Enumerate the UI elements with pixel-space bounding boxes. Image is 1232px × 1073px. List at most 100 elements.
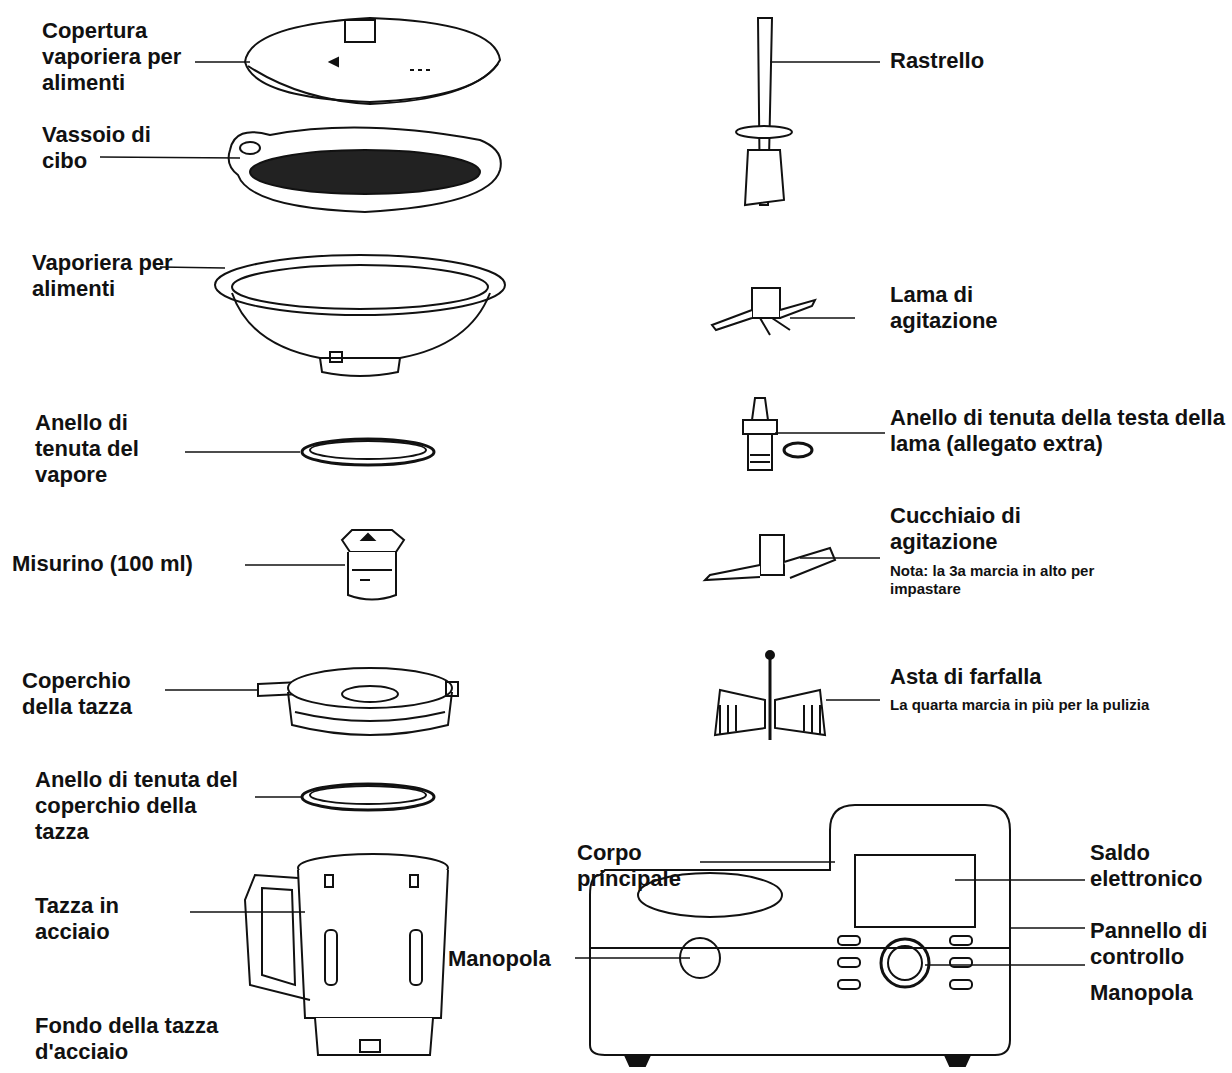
whisk-wing (715, 690, 765, 735)
leader-line (790, 317, 855, 319)
steamer-lid (245, 18, 500, 104)
jar-base (315, 1018, 433, 1055)
spoon-wings (705, 548, 835, 580)
tray-mesh (250, 150, 480, 194)
spatula (736, 18, 792, 205)
steam-seal-ring (302, 439, 434, 465)
part-label: Pannello di controllo (1090, 918, 1230, 970)
head-teeth (750, 455, 770, 462)
measuring-cup (342, 530, 404, 600)
leader-line (700, 861, 835, 863)
part-label: Vaporiera per alimenti (32, 250, 192, 302)
part-label: Misurino (100 ml) (12, 551, 247, 577)
steel-jar (245, 854, 448, 1055)
lid-mark (330, 58, 338, 66)
leader-line (165, 689, 258, 691)
food-tray (229, 128, 501, 212)
part-label: Copertura vaporiera per alimenti (42, 18, 202, 96)
jar-lid-line (295, 712, 445, 721)
bowl-clip (330, 352, 342, 362)
jar-handle (245, 875, 310, 1000)
part-label: Rastrello (890, 48, 1090, 74)
unit-button (838, 980, 860, 989)
part-label: Vassoio di cibo (42, 122, 177, 174)
spatula-disc (736, 126, 792, 138)
whisk-wing (775, 690, 825, 735)
jar-lid-clip (446, 682, 458, 696)
bowl-inner-rim (232, 265, 488, 309)
whisk-tip (766, 651, 774, 659)
spatula-blade (745, 150, 784, 205)
jar-lid-hole (342, 686, 398, 702)
unit-body (590, 805, 1010, 1055)
part-label: Lama di agitazione (890, 282, 1050, 334)
jar-lid-skirt (288, 692, 452, 735)
part-label: Manopola (448, 946, 578, 972)
bowl-base (320, 358, 400, 376)
jar-handle-inner (262, 888, 295, 985)
blade-hub (752, 288, 780, 318)
leader-line (575, 957, 690, 959)
leader-line (775, 432, 885, 434)
part-label: Fondo della tazza d'acciaio (35, 1013, 235, 1065)
blade-head (743, 398, 812, 470)
part-label: Saldo elettronico (1090, 840, 1230, 892)
jar-notch (410, 875, 418, 887)
leader-line (925, 964, 1085, 966)
whisk-rod (769, 655, 772, 740)
leader-line (1010, 927, 1085, 929)
lid-edge (248, 64, 498, 104)
lid-knob (345, 20, 375, 42)
cup-scale (352, 570, 392, 580)
head-top (752, 398, 768, 420)
jar-lid (258, 668, 458, 735)
jar-window (325, 930, 337, 985)
bowl-rim (215, 255, 505, 315)
butterfly-whisk (715, 651, 825, 740)
part-label: Corpo principale (577, 840, 717, 892)
note-text: La quarta marcia in più per la pulizia (890, 696, 1170, 714)
jar-base-slot (360, 1040, 380, 1052)
unit-knob-inner (888, 946, 922, 980)
blade (712, 288, 815, 335)
main-unit (590, 805, 1010, 1066)
part-label: Cucchiaio di agitazione (890, 503, 1060, 555)
part-label: Tazza in acciaio (35, 893, 170, 945)
leader-line (245, 564, 345, 566)
head-ring (784, 443, 812, 457)
unit-button (950, 936, 972, 945)
unit-seam (590, 947, 1010, 949)
leader-line (100, 157, 240, 158)
head-body (748, 434, 772, 470)
leader-line (255, 796, 302, 798)
ring-outer (302, 784, 434, 810)
ring-inner (310, 441, 426, 459)
unit-screen (855, 855, 975, 927)
part-label: Manopola (1090, 980, 1230, 1006)
part-label: Anello di tenuta del vapore (35, 410, 175, 488)
tray-outline (229, 128, 501, 212)
unit-feet (625, 1055, 970, 1066)
leader-line (826, 699, 880, 701)
leader-line (770, 61, 880, 63)
unit-knob (881, 939, 929, 987)
head-flange (743, 420, 777, 434)
lid-seal-ring (302, 784, 434, 810)
ring-inner (310, 786, 426, 804)
cup-body (348, 552, 396, 600)
jar-notch (325, 875, 333, 887)
unit-button (838, 936, 860, 945)
spoon-hub (760, 535, 784, 575)
whisk-coils (720, 705, 820, 735)
ring-outer (302, 439, 434, 465)
leader-line (955, 879, 1085, 881)
bowl-body (232, 293, 490, 358)
note-text: Nota: la 3a marcia in alto per impastare (890, 562, 1150, 598)
jar-body (298, 870, 448, 1018)
leader-line (195, 61, 250, 63)
tray-handle (240, 142, 260, 154)
cup-mark (362, 534, 374, 540)
part-label: Anello di tenuta della testa della lama … (890, 405, 1230, 457)
part-label: Anello di tenuta del coperchio della taz… (35, 767, 250, 845)
